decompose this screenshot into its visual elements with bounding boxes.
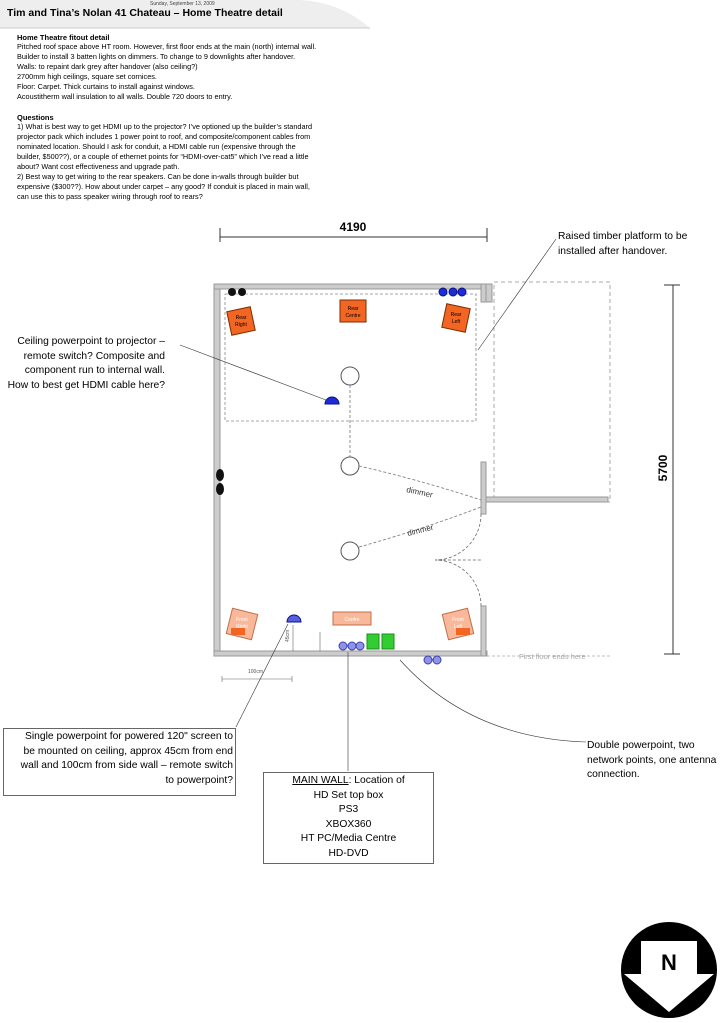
dimmer-label-1: dimmer [406,485,434,499]
page-title: Tim and Tina’s Nolan 41 Chateau – Home T… [7,7,283,19]
dimmer-wire-1 [358,465,482,501]
entry-doors [434,513,482,607]
outlets [216,287,467,665]
end-offset-label: 45cm [285,630,291,642]
light-middle [340,456,360,476]
fitout-line: Acoustitherm wall insulation to all wall… [17,92,233,101]
svg-text:Centre: Centre [344,617,359,623]
north-label: N [661,950,677,975]
fitout-line: Floor: Carpet. Thick curtains to install… [17,82,195,91]
svg-text:Right: Right [235,322,247,328]
question-line: builder, $500??), or a couple of etherne… [17,152,309,161]
question-line: about? Want cost effectiveness and upgra… [17,162,180,171]
screen-power-icon [286,614,302,623]
ceiling-power-callout: Ceiling powerpoint to projector – remote… [7,336,165,391]
ceiling-power-icon [324,396,340,405]
fitout-line: Pitched roof space above HT room. Howeve… [17,42,317,51]
double-power-callout: Double powerpoint, two network points, o… [587,740,717,781]
main-wall-title: MAIN WALL [292,775,349,786]
svg-text:Right: Right [236,624,248,630]
main-wall-item: PS3 [338,804,359,816]
questions-text: 1) What is best way to get HDMI up to th… [17,122,367,202]
svg-text:Front: Front [236,617,248,623]
light-front [340,541,360,561]
svg-text:Centre: Centre [345,313,360,319]
question-line: 1) What is best way to get HDMI up to th… [17,122,313,131]
offset-marks [221,625,321,682]
svg-text:Rear: Rear [236,315,247,321]
main-wall-item: XBOX360 [325,818,372,830]
speaker-front-left: Front Left [441,607,475,641]
svg-text:Left: Left [454,624,463,630]
speaker-rear-left: Rear Left [441,303,471,333]
platform-callout: Raised timber platform to be installed a… [558,231,688,257]
fitout-line: 2700mm high ceilings, square set cornice… [17,72,157,81]
outlet-rear-left-icon [438,287,467,297]
fitout-text: Pitched roof space above HT room. Howeve… [17,42,367,102]
side-offset-label: 100cm [248,669,263,675]
question-line: nominated location. Should I ask for con… [17,142,296,151]
svg-text:Rear: Rear [348,306,359,312]
room-walls [213,283,609,657]
speaker-rear-centre: Rear Centre [339,299,367,323]
width-label: 4190 [340,220,367,234]
speaker-centre: Centre [332,611,372,626]
first-floor-label: First floor ends here [519,652,586,661]
leader-lines [179,238,587,771]
light-rear [340,366,360,386]
main-wall-item: HD Set top box [313,789,384,801]
question-line: expensive ($300??). How about under carp… [17,182,310,191]
double-power-icon [423,655,442,665]
side-wall-outlet-icon [216,469,224,495]
header-tab [0,0,370,29]
av-devices [366,633,395,650]
platform-outline [493,281,611,503]
fitout-line: Builder to install 3 batten lights on di… [17,52,296,61]
questions-heading: Questions [17,113,54,122]
question-line: 2) Best way to get wiring to the rear sp… [17,172,299,181]
question-line: can use this to pass speaker wiring thro… [17,192,203,201]
ceiling-zone [224,293,477,422]
svg-text:Rear: Rear [451,312,462,318]
main-wall-outlet-icon [338,641,365,651]
height-dimension [664,284,680,655]
speaker-rear-right: Rear Right [226,306,256,336]
north-compass: N [621,922,717,1018]
height-label: 5700 [656,454,670,481]
main-wall-callout: MAIN WALL: Location of HD Set top box PS… [263,772,434,864]
screen-power-callout: Single powerpoint for powered 120" scree… [3,728,236,796]
fitout-line: Walls: to repaint dark grey after handov… [17,62,198,71]
question-line: projector pack which includes 1 power po… [17,132,311,141]
svg-text:Left: Left [452,319,461,325]
width-dimension [219,228,488,242]
outlet-rear-right-icon [228,288,246,296]
svg-text:Front: Front [452,617,464,623]
fitout-heading: Home Theatre fitout detail [17,33,110,42]
main-wall-item: HT PC/Media Centre [300,833,397,845]
dimmer-label-2: dimmer [406,523,434,538]
speaker-front-right: Front Right [225,607,259,641]
header-date: Sunday, September 13, 2009 [150,1,215,7]
main-wall-item: HD-DVD [328,847,369,859]
